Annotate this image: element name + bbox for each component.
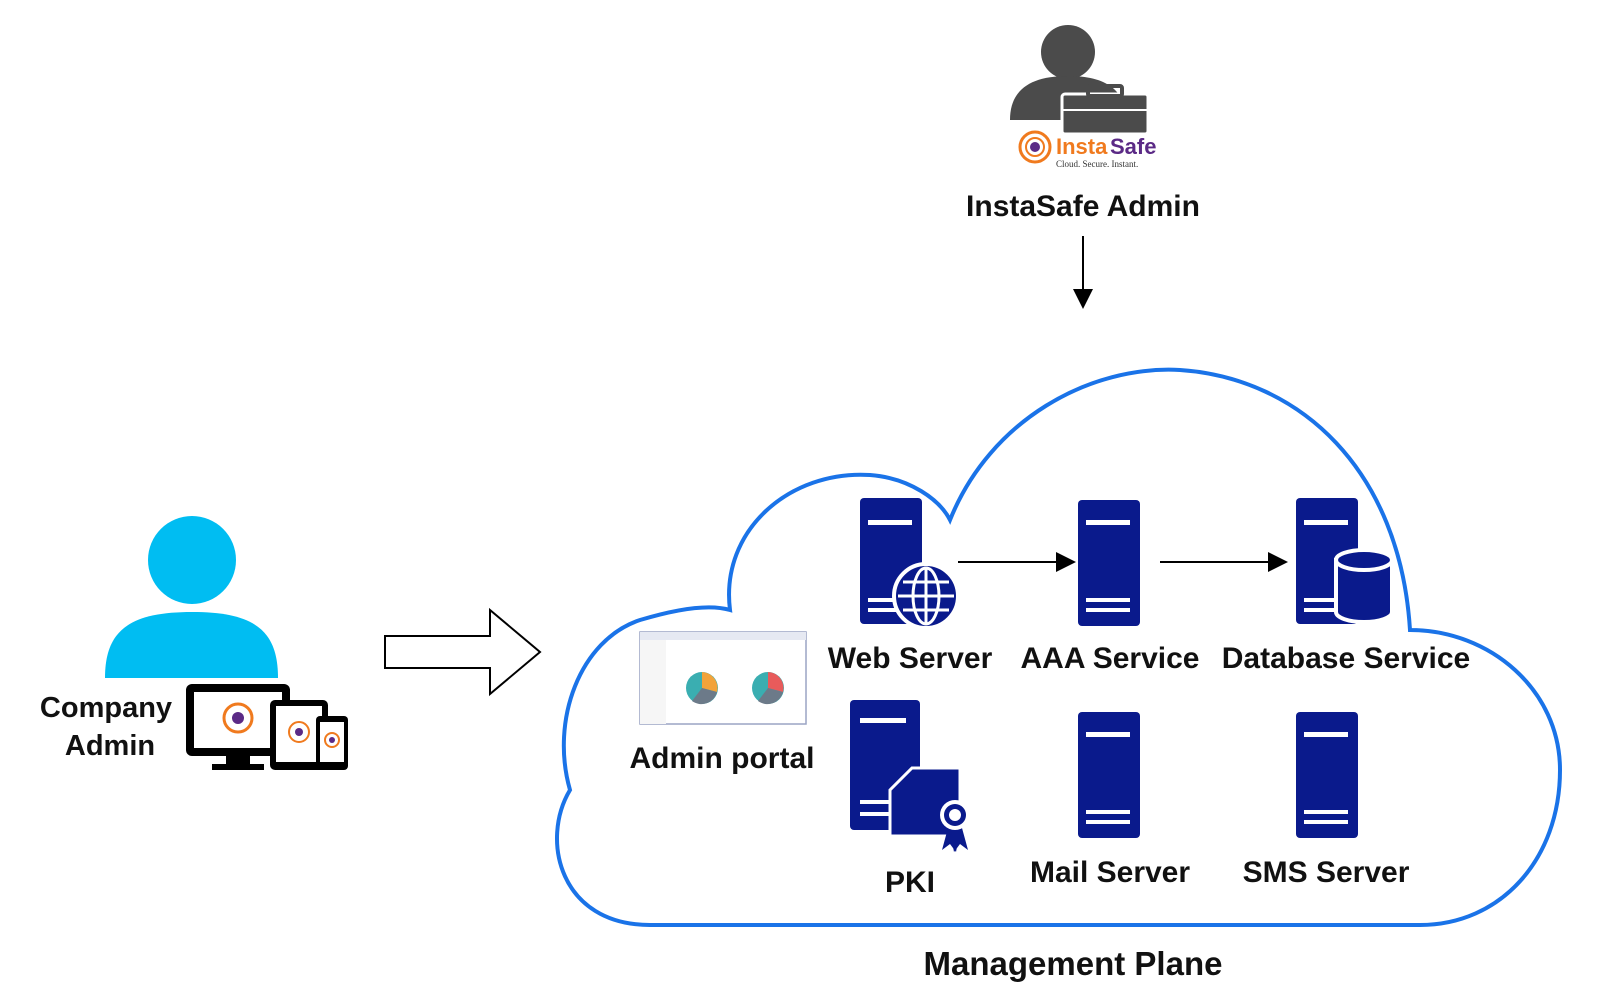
devices-icon xyxy=(186,684,348,770)
instasafe-admin-icon xyxy=(1010,25,1150,164)
admin-portal-label: Admin portal xyxy=(629,742,815,775)
edge-company-admin-to-cloud xyxy=(384,607,542,697)
certificate-icon xyxy=(888,766,970,852)
sms-server-label: SMS Server xyxy=(1242,856,1410,889)
aaa-service-label: AAA Service xyxy=(1020,642,1200,675)
pki-label: PKI xyxy=(884,866,936,899)
web-server-icon xyxy=(860,498,960,630)
mail-server-icon xyxy=(1078,712,1140,838)
admin-portal-thumbnail xyxy=(639,631,807,725)
instasafe-admin-label: InstaSafe Admin xyxy=(966,190,1200,223)
instasafe-logo xyxy=(1018,130,1052,164)
pki-icon xyxy=(850,700,970,852)
company-admin-label-line1: Company xyxy=(39,692,173,724)
company-admin-label-line2: Admin xyxy=(64,730,156,762)
mail-server-label: Mail Server xyxy=(1029,856,1191,889)
company-admin-icon xyxy=(105,516,278,678)
database-cylinder-icon xyxy=(1334,548,1394,624)
logo-text-safe: Safe xyxy=(1110,134,1156,159)
logo-text-insta: Insta xyxy=(1056,134,1108,159)
globe-icon xyxy=(892,562,960,630)
database-service-icon xyxy=(1296,498,1394,624)
management-plane-cloud xyxy=(555,367,1563,927)
database-service-label: Database Service xyxy=(1221,642,1471,675)
sms-server-icon xyxy=(1296,712,1358,838)
aaa-service-icon xyxy=(1078,500,1140,626)
management-plane-label: Management Plane xyxy=(923,945,1223,982)
web-server-label: Web Server xyxy=(827,642,993,675)
logo-tagline: Cloud. Secure. Instant. xyxy=(1056,159,1138,169)
briefcase-icon xyxy=(1060,84,1150,136)
